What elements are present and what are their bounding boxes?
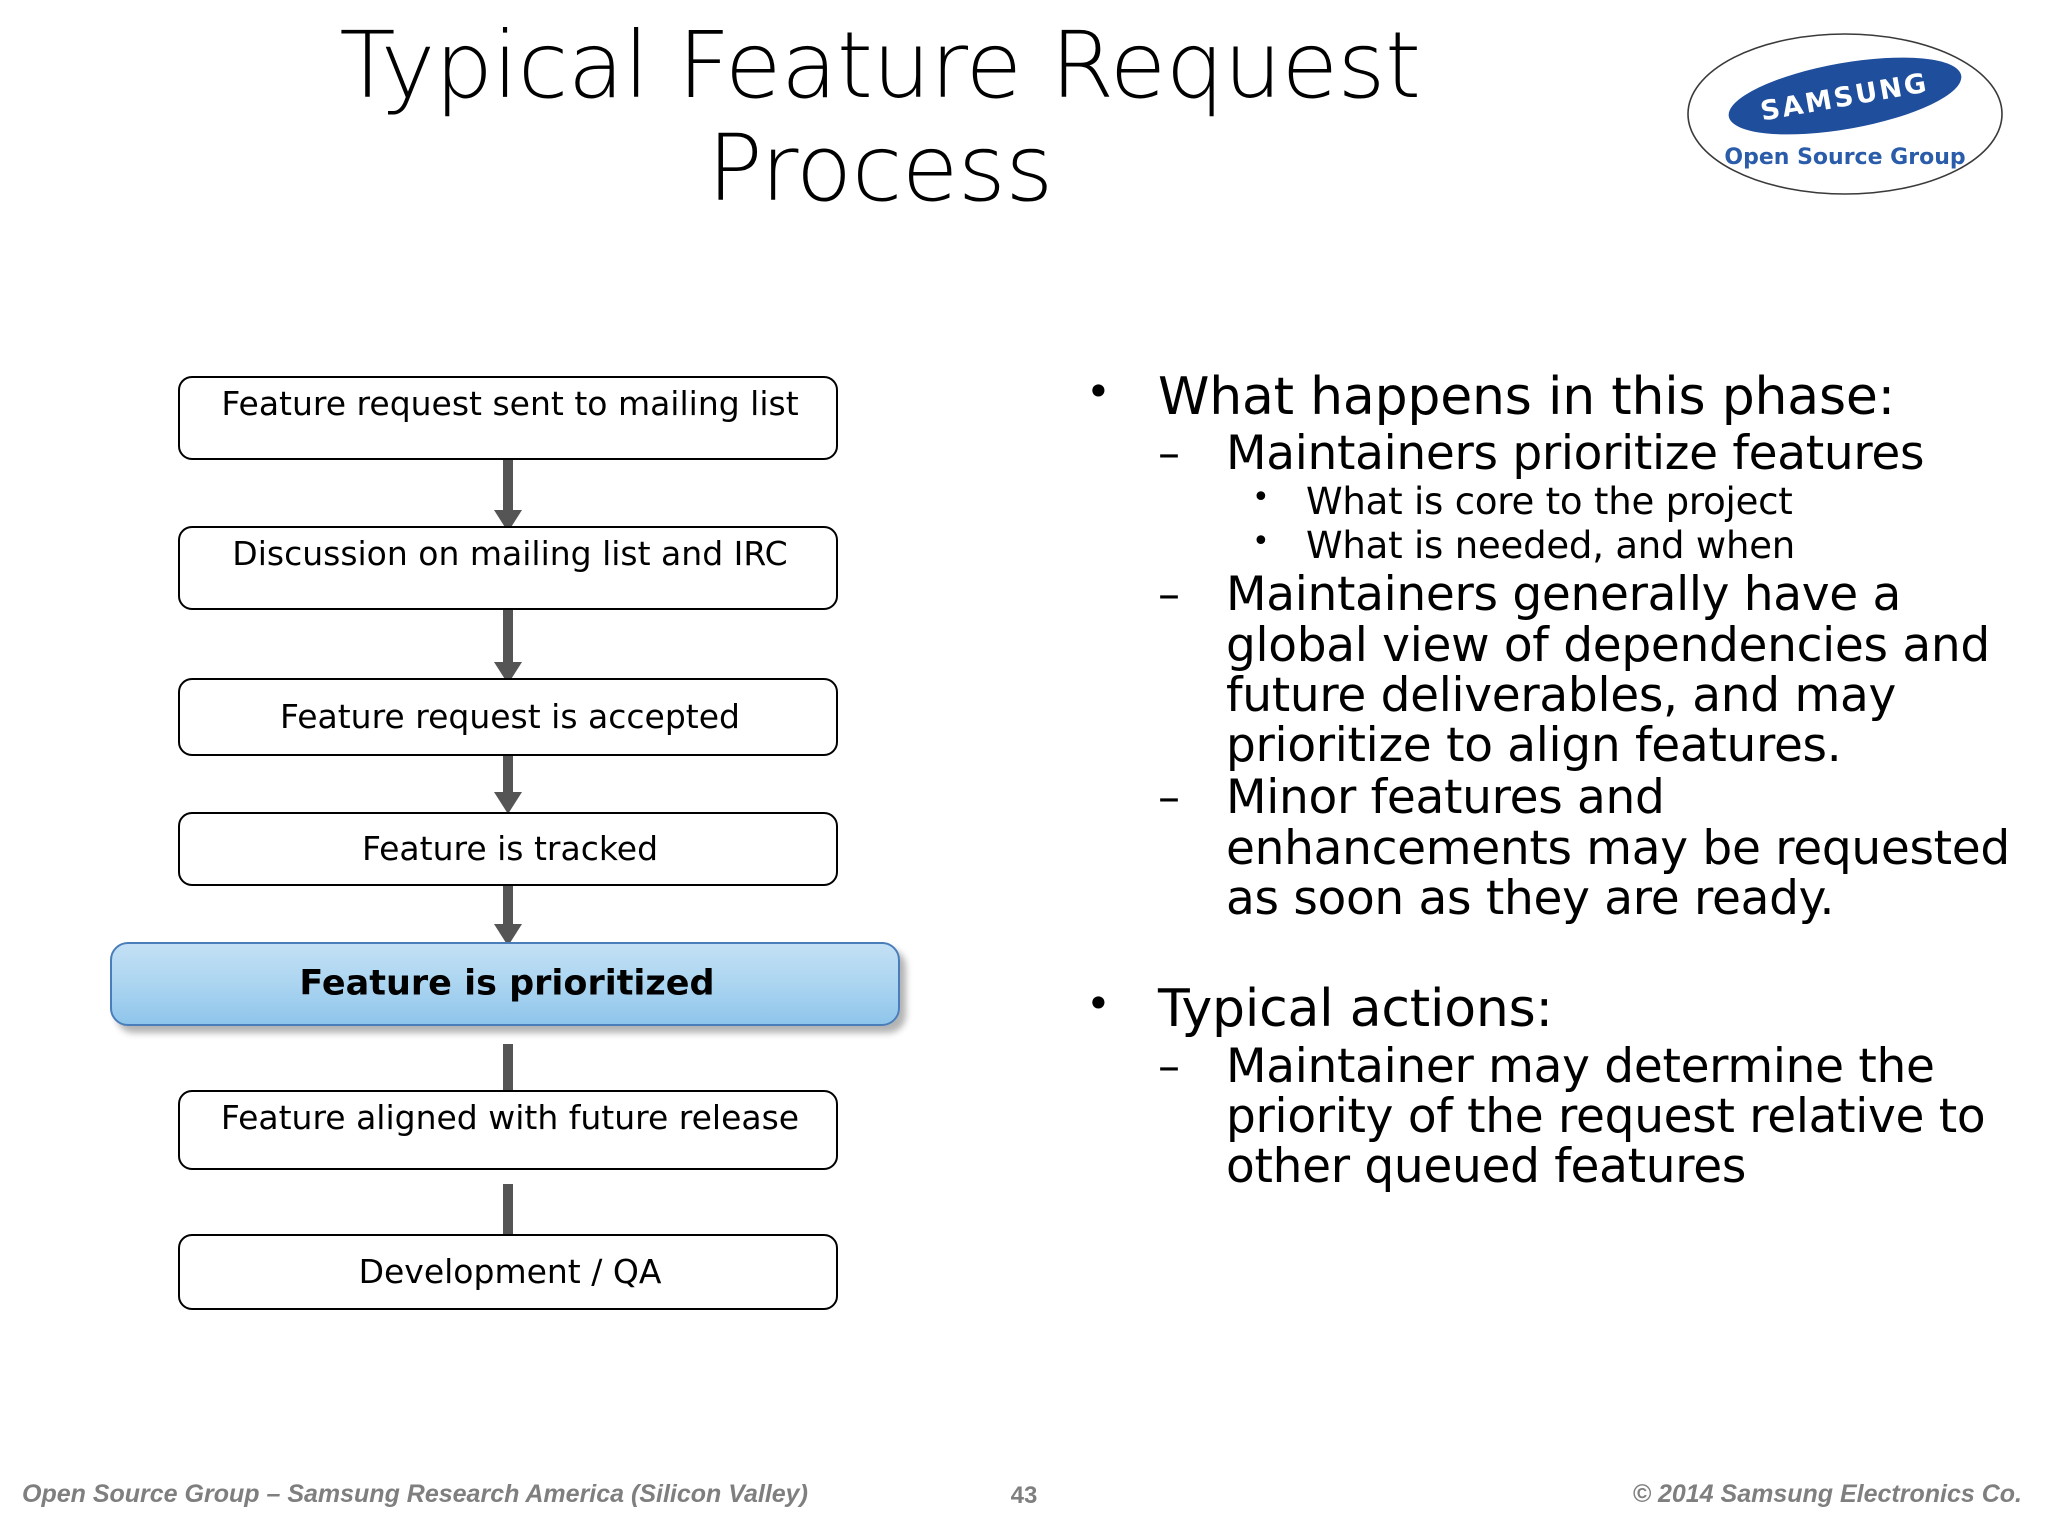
- flow-node-label: Feature is prioritized: [299, 963, 715, 1004]
- flow-arrow-1: [494, 452, 522, 532]
- bullet-text: What happens in this phase:: [1158, 367, 1895, 427]
- flow-node-prioritized[interactable]: Feature is prioritized: [110, 942, 900, 1026]
- bullet-marker: –: [1158, 772, 1180, 824]
- bullet-level1: • What happens in this phase:: [1080, 367, 2010, 427]
- bullet-spacer: [1080, 924, 2010, 980]
- bullet-text: Maintainers prioritize features: [1226, 426, 1925, 482]
- bullet-level1: • Typical actions:: [1080, 979, 2010, 1040]
- flow-node-label: Discussion on mailing list and IRC: [232, 534, 788, 573]
- bullet-level2: – Maintainers generally have a global vi…: [1080, 570, 2010, 771]
- bullet-level2: – Maintainer may determine the priority …: [1080, 1038, 2010, 1195]
- flow-arrow-3: [494, 734, 522, 814]
- footer-left-text: Open Source Group – Samsung Research Ame…: [22, 1480, 808, 1508]
- page-number: 43: [1010, 1482, 1038, 1509]
- flow-node-label: Development / QA: [358, 1251, 662, 1291]
- footer-copyright: © 2014 Samsung Electronics Co.: [1632, 1480, 2022, 1508]
- flow-node-aligned-future-release[interactable]: Feature aligned with future release: [178, 1090, 838, 1170]
- bullet-text: Minor features and enhancements may be r…: [1226, 770, 2010, 927]
- bullet-marker: •: [1086, 367, 1111, 416]
- bullet-text: Maintainers generally have a global view…: [1226, 567, 1990, 774]
- flow-node-label: Feature request sent to mailing list: [221, 384, 799, 423]
- bullet-level2: – Maintainers prioritize features: [1080, 426, 2010, 482]
- bullet-marker: –: [1158, 1040, 1180, 1092]
- bullet-marker: •: [1252, 479, 1270, 515]
- bullet-level3: • What is needed, and when: [1080, 524, 2010, 568]
- title-line-2: Process: [707, 115, 1053, 223]
- flow-node-accepted[interactable]: Feature request is accepted: [178, 678, 838, 756]
- bullet-text: What is core to the project: [1306, 479, 1793, 523]
- bullet-marker: •: [1252, 523, 1270, 559]
- slide-footer: Open Source Group – Samsung Research Ame…: [0, 1472, 2048, 1536]
- samsung-open-source-group-logo: SAMSUNG Open Source Group: [1680, 24, 2010, 204]
- bullet-marker: –: [1158, 428, 1180, 480]
- flow-node-request-sent[interactable]: Feature request sent to mailing list: [178, 376, 838, 460]
- svg-text:Open Source Group: Open Source Group: [1724, 145, 1965, 170]
- bullet-marker: –: [1158, 569, 1180, 621]
- flow-arrow-2: [494, 604, 522, 684]
- bullet-text: Typical actions:: [1158, 979, 1553, 1040]
- flow-node-label: Feature aligned with future release: [220, 1098, 800, 1137]
- bullet-text: What is needed, and when: [1306, 523, 1796, 567]
- bullet-level2: – Minor features and enhancements may be…: [1080, 773, 2010, 924]
- flow-node-discussion[interactable]: Discussion on mailing list and IRC: [178, 526, 838, 610]
- page-title: Typical Feature Request Process: [120, 14, 1640, 220]
- bullet-marker: •: [1086, 979, 1111, 1029]
- title-line-1: Typical Feature Request: [339, 12, 1421, 119]
- bullet-content: • What happens in this phase: – Maintain…: [1080, 367, 2010, 1195]
- bullet-level3: • What is core to the project: [1080, 480, 2010, 524]
- bullet-text: Maintainer may determine the priority of…: [1226, 1038, 1986, 1195]
- flow-node-development-qa[interactable]: Development / QA: [178, 1234, 838, 1310]
- feature-request-flowchart: Feature request sent to mailing list Dis…: [0, 0, 960, 1400]
- flow-arrow-4: [494, 866, 522, 946]
- flow-node-label: Feature is tracked: [361, 828, 659, 868]
- flow-node-tracked[interactable]: Feature is tracked: [178, 812, 838, 886]
- flow-node-label: Feature request is accepted: [280, 696, 740, 736]
